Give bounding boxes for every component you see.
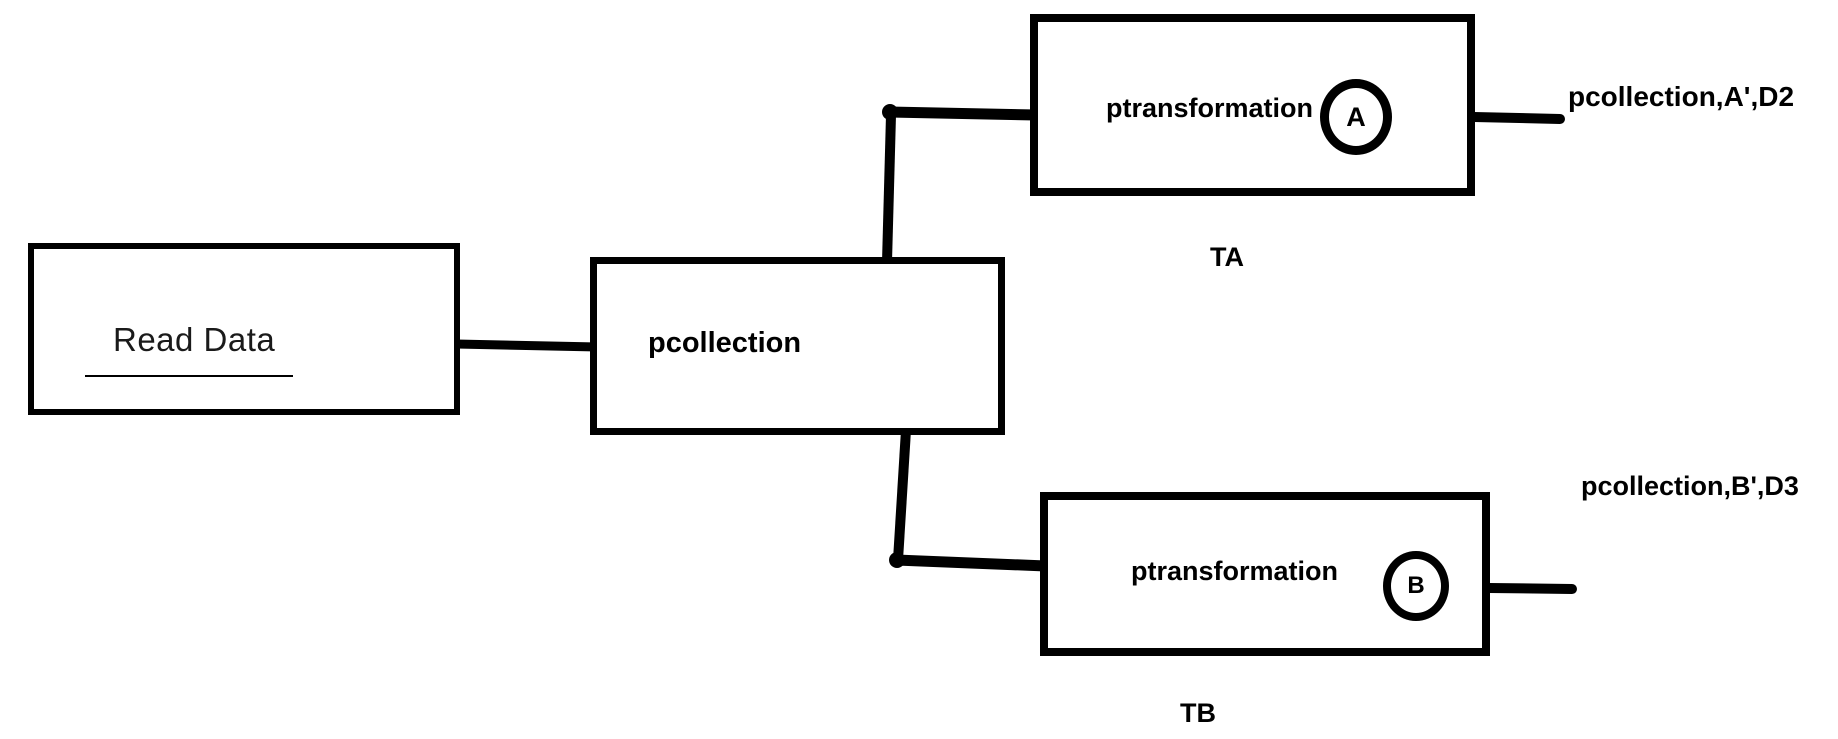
caption-ta: TA [1210,242,1244,272]
node-ta[interactable] [1030,14,1475,196]
transform-badge-b-text: B [1407,572,1425,599]
node-tb-label: ptransformation [1131,556,1339,586]
transform-badge-a-text: A [1346,101,1366,132]
edge-read-data-to-pcollection [451,339,607,354]
node-read-data[interactable] [28,243,460,415]
node-read-data-label: Read Data [113,321,276,358]
edge-pcollection-to-tb [889,429,1052,572]
node-pcollection-label: pcollection [648,327,802,359]
transform-badge-a: A [1320,79,1392,155]
edge-tb-output [1484,583,1577,594]
edge-pcollection-to-ta [882,104,1042,263]
edge-ta-output [1469,112,1565,124]
transform-badge-b: B [1383,551,1449,621]
edge-label-tb-output: pcollection,B',D3 [1581,471,1799,501]
read-data-underline [85,375,293,377]
node-ta-label: ptransformation [1106,93,1314,123]
node-pcollection[interactable] [590,257,1005,435]
node-ta-label-clip: ptransformation [1106,88,1338,144]
caption-tb: TB [1180,698,1216,728]
edge-label-ta-output: pcollection,A',D2 [1568,81,1795,112]
